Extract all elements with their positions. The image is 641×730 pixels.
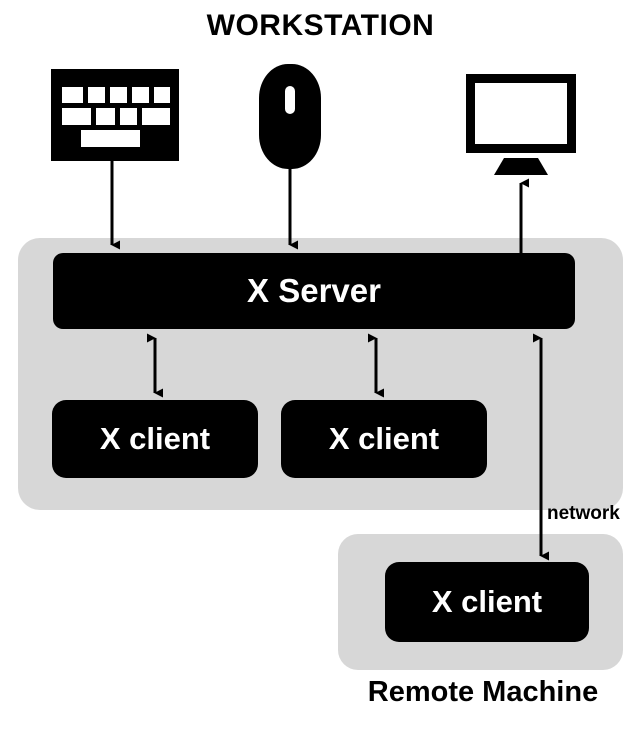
- keyboard-icon: [51, 69, 179, 161]
- monitor-icon: [466, 74, 576, 175]
- x-client-box-2[interactable]: X client: [281, 400, 487, 478]
- page-title: WORKSTATION: [206, 9, 435, 42]
- remote-machine-title: Remote Machine: [367, 676, 599, 708]
- network-label: network: [547, 503, 620, 524]
- x-client-box-1[interactable]: X client: [52, 400, 258, 478]
- remote-x-client-box[interactable]: X client: [385, 562, 589, 642]
- mouse-icon: [259, 64, 321, 169]
- x-server-box[interactable]: X Server: [53, 253, 575, 329]
